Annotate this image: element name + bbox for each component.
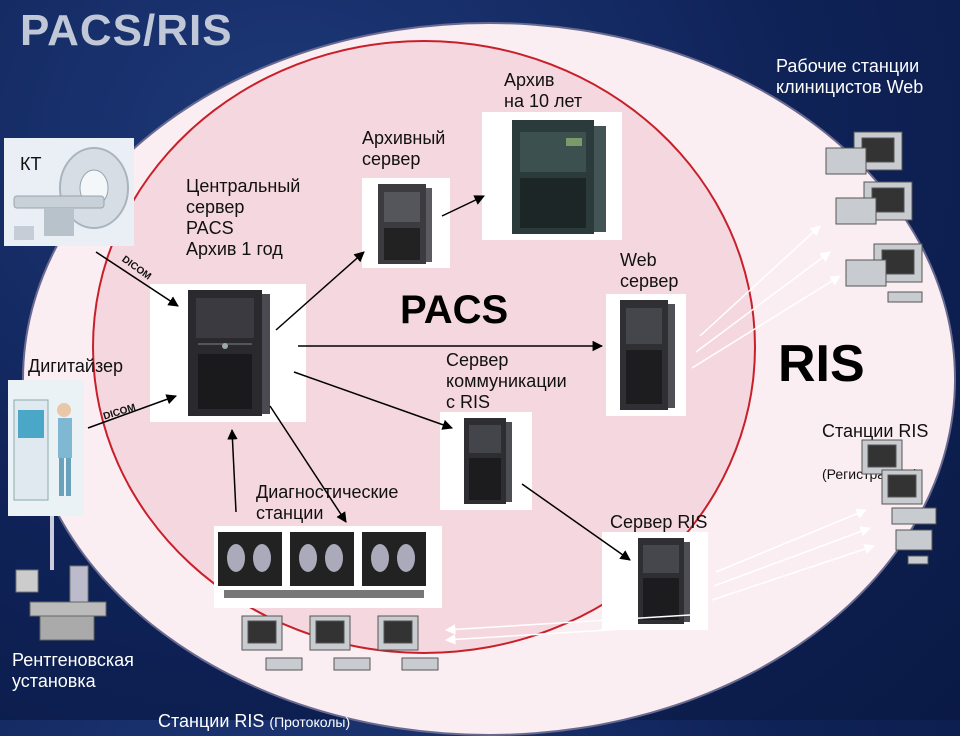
ris-stations-registry-image [856,436,946,576]
digitizer-icon [13,399,72,501]
digitizer-label: Дигитайзер [28,356,124,376]
web-workstations-icon [825,131,923,303]
arrow-central-to-diag [269,405,347,523]
xray-unit-image [6,516,112,646]
arrow-diag-to-central [227,428,238,513]
archive-10-label: Архив на 10 лет [504,70,583,111]
ris-stations-registry-main: Станции RIS [822,421,929,441]
archive-server-icon [378,184,432,264]
arrow-archive-server-to-archive [441,195,485,217]
arrow-ris-to-registry-2 [713,526,871,587]
arrow-web-to-clinicians-2 [695,251,831,353]
ris-server-icon [638,538,690,624]
web-server-label: Web сервер [620,250,679,291]
registry-workstations-icon [861,439,937,565]
arrow-ris-to-protocols-1 [444,613,707,635]
protocol-workstations-icon [241,615,439,671]
ris-label: RIS [778,335,865,393]
arrow-digitizer-to-central [87,394,177,429]
arrow-web-to-clinicians-1 [699,225,821,337]
arrow-ris-to-protocols-2 [444,623,707,645]
arrow-central-to-archive-server [275,251,365,331]
xray-label: Рентгеновская установка [12,650,134,691]
comm-server-image [440,412,532,510]
comm-server-label: Сервер коммуникации с RIS [446,350,567,412]
clinician-workstations-label: Рабочие станции клиницистов Web [776,56,924,97]
ct-label: КТ [20,154,42,174]
arrow-ris-to-registry-1 [715,508,867,573]
arrow-comm-to-ris-server [521,483,631,561]
tower-server-icon [188,290,270,416]
pacs-label: PACS [400,288,509,332]
archive-storage-image [482,112,622,240]
tape-library-icon [512,120,606,234]
comm-server-icon [464,418,512,504]
ris-stations-protocols-image [236,612,446,684]
ris-server-image [602,532,708,630]
slide-title: PACS/RIS [20,6,233,55]
arrow-ris-to-registry-3 [711,544,875,601]
digitizer-image [8,380,84,516]
archive-server-image [362,178,450,268]
diagnostic-monitors-icon [218,532,426,598]
web-server-icon [620,300,675,410]
central-server-label: Центральный сервер PACS Архив 1 год [186,176,301,259]
arrow-central-to-comm [293,371,453,430]
xray-machine-icon [15,516,107,641]
arrow-web-to-clinicians-3 [691,275,841,369]
connection-lines [87,195,875,645]
archive-server-label: Архивный сервер [362,128,446,169]
clinician-workstations-image [818,126,942,322]
ris-server-label: Сервер RIS [610,512,708,532]
ct-scanner-image [4,138,134,246]
web-server-image [606,294,686,416]
central-server-image [150,284,306,422]
diag-stations-image [214,526,442,608]
arrow-ct-to-central [95,251,179,307]
ct-scanner-icon [4,138,134,246]
